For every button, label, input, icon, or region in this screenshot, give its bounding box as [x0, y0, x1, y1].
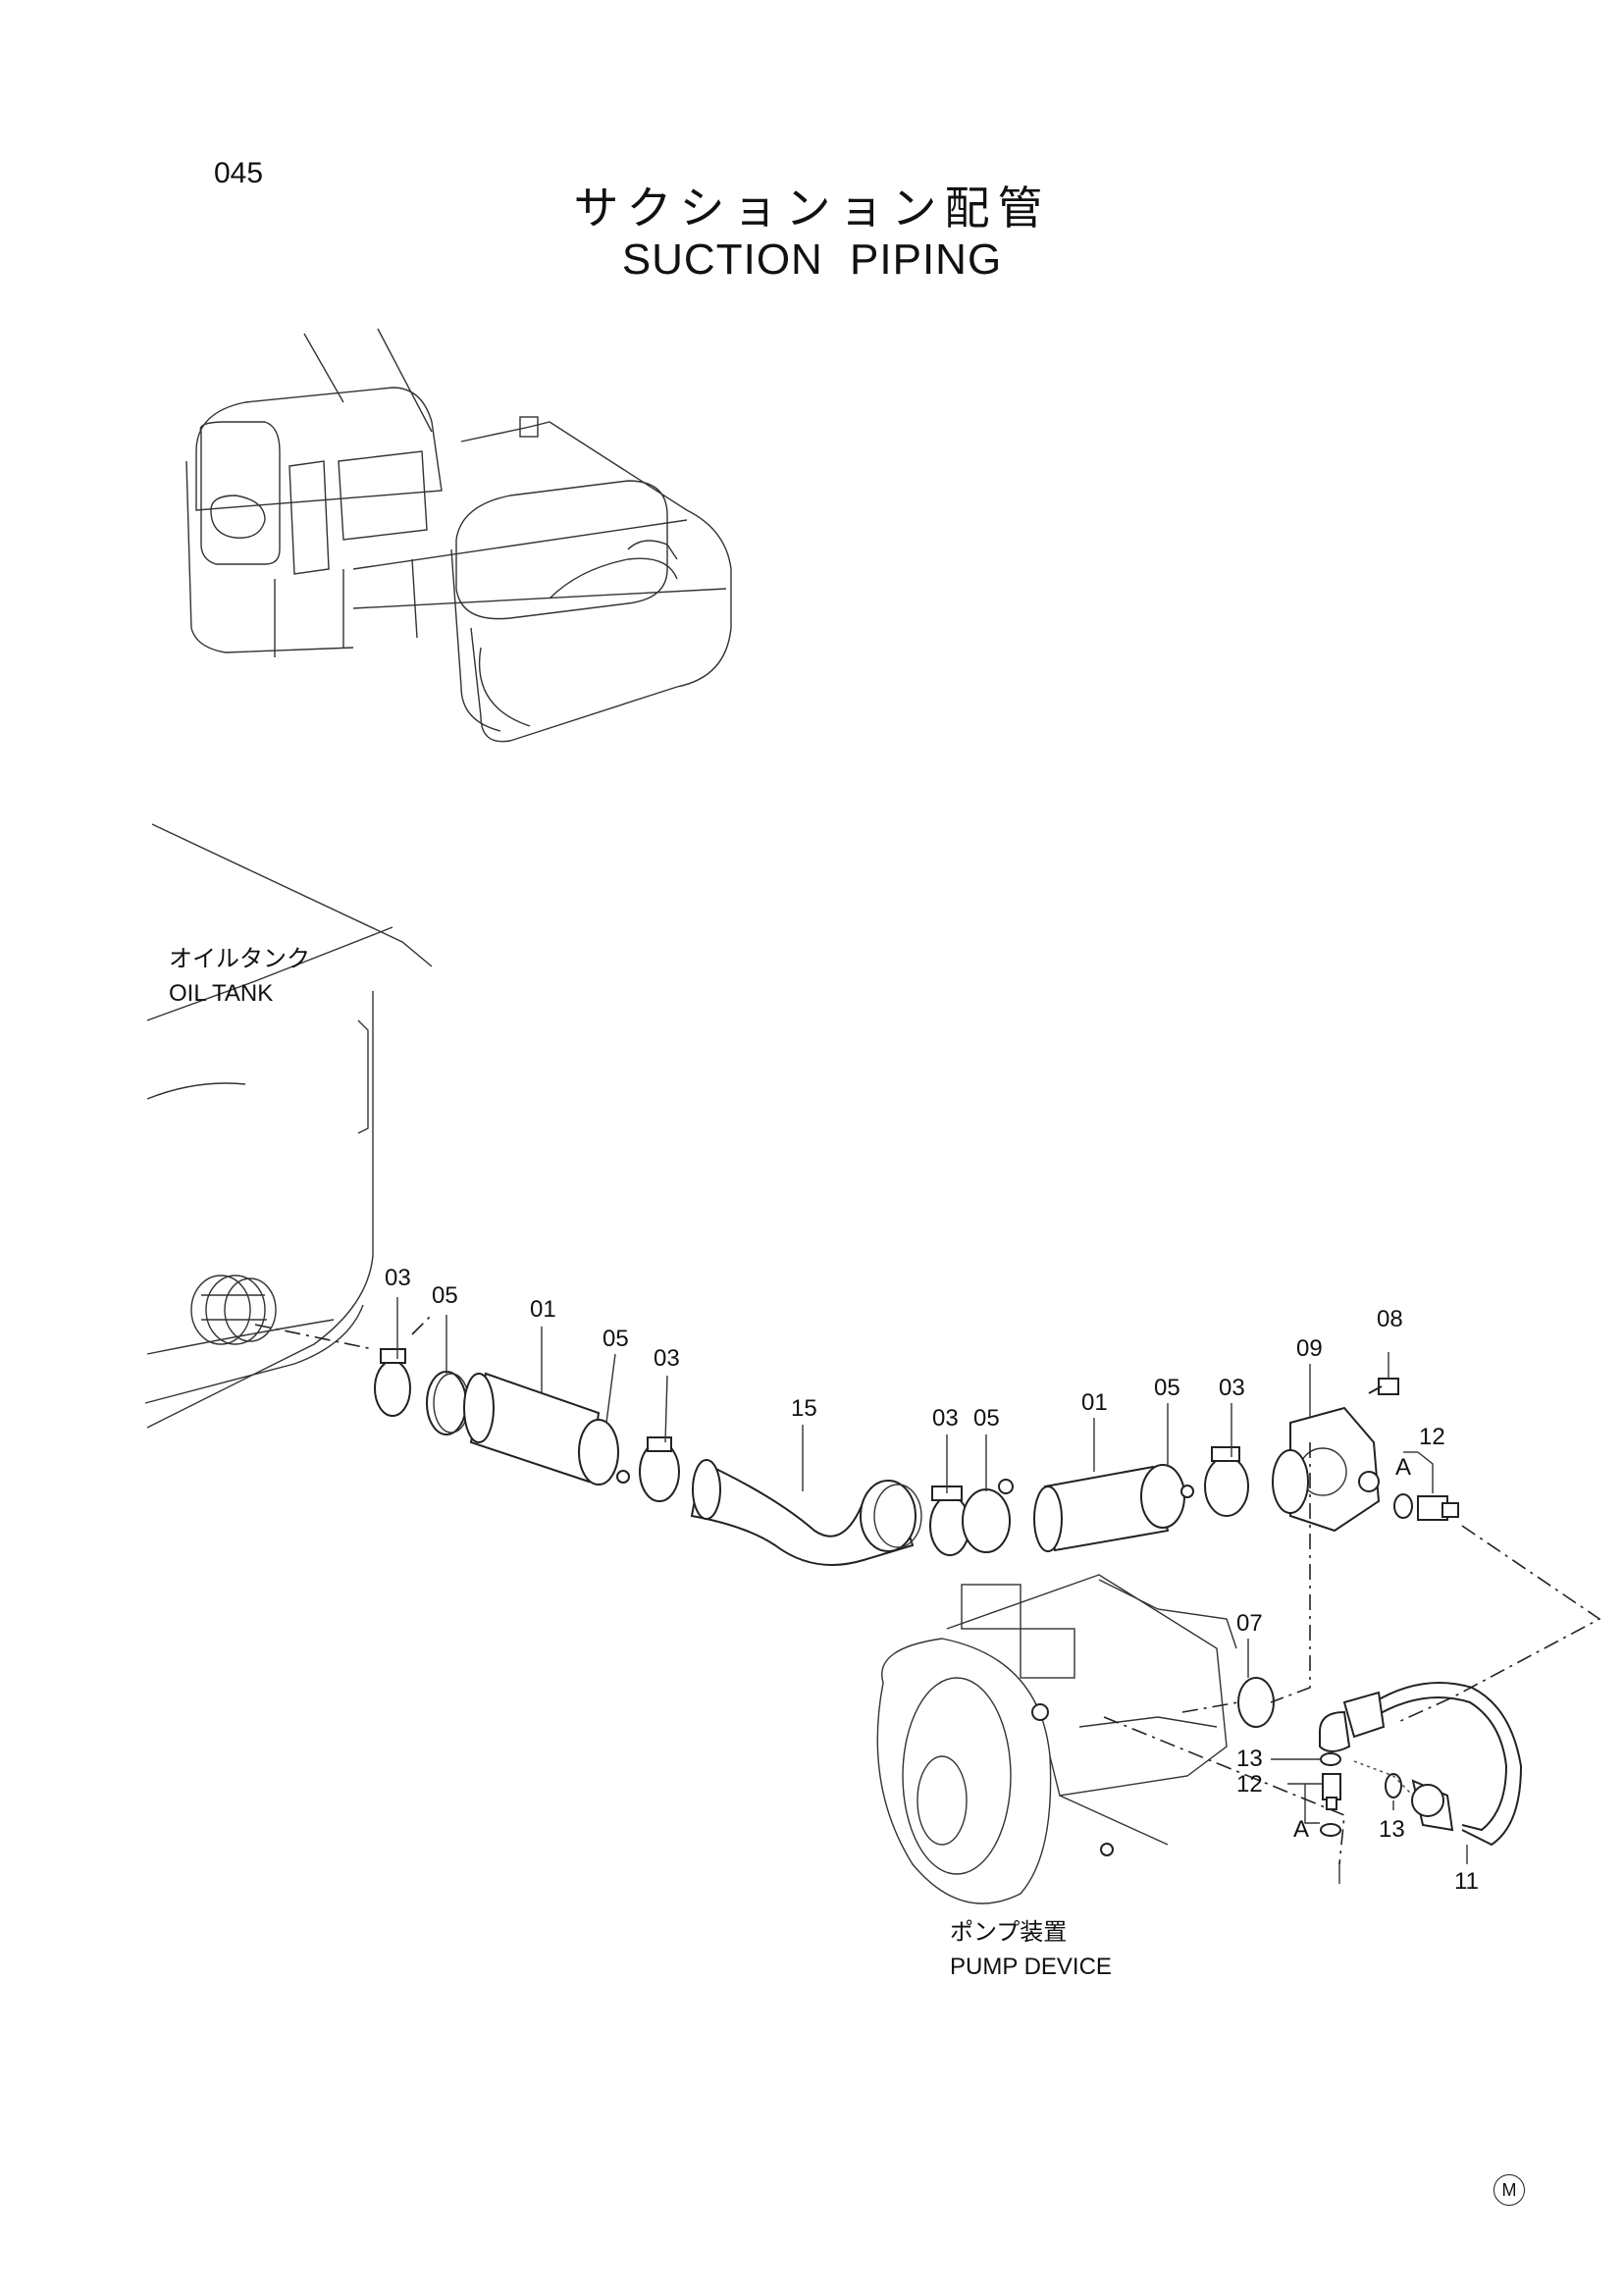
tank-suction-strainer	[190, 1275, 277, 1345]
clamp-band-05-fourth	[1140, 1464, 1194, 1529]
leader-lines	[396, 1297, 1468, 1884]
callout-13-lower: 13	[1379, 1816, 1405, 1843]
callout-01-second: 01	[1081, 1389, 1108, 1416]
excavator-overview-illustration	[185, 328, 732, 743]
oil-tank-label-japanese: オイルタンク	[169, 945, 310, 972]
elbow-hose-15	[690, 1459, 922, 1566]
pump-device-illustration	[876, 1574, 1237, 1904]
callout-11: 11	[1454, 1868, 1479, 1895]
callout-05-third: 05	[973, 1405, 1000, 1432]
callout-09: 09	[1296, 1335, 1323, 1362]
hose-clamp-03-second	[639, 1436, 680, 1502]
o-ring-07	[1237, 1677, 1275, 1728]
clamp-band-05-second	[578, 1419, 630, 1486]
o-ring-13-upper	[1320, 1752, 1341, 1766]
bolt-08	[1368, 1378, 1399, 1395]
callout-12-lower: 12	[1236, 1771, 1263, 1798]
page-title: SUCTION PIPING	[621, 235, 1003, 284]
hose-clamp-03-first	[374, 1348, 411, 1417]
adapter-fitting-12-lower	[1322, 1773, 1341, 1810]
centre-lines	[411, 1314, 1601, 1865]
callout-a-upper: A	[1395, 1454, 1411, 1481]
pump-device-label: PUMP DEVICE	[950, 1954, 1112, 1980]
callout-03-fourth: 03	[1219, 1375, 1245, 1401]
callout-08: 08	[1377, 1306, 1403, 1332]
callout-05-first: 05	[432, 1282, 458, 1309]
adapter-fitting-12-upper	[1393, 1493, 1459, 1521]
callout-03-first: 03	[385, 1265, 411, 1291]
clamp-band-05-first	[426, 1371, 470, 1435]
hose-clamp-03-fourth	[1204, 1446, 1249, 1517]
callout-03-second: 03	[654, 1345, 680, 1372]
callout-07: 07	[1236, 1610, 1263, 1637]
suction-flange-09	[1272, 1406, 1381, 1533]
hose-01-first	[463, 1372, 601, 1484]
o-ring-13-lower	[1320, 1823, 1341, 1837]
callout-15: 15	[791, 1395, 817, 1422]
page-number: 045	[214, 157, 264, 189]
corner-mark: M	[1493, 2174, 1525, 2206]
hose-01-second	[1033, 1465, 1170, 1552]
pump-connection-hose-11	[1319, 1682, 1523, 1847]
pump-device-label-japanese: ポンプ装置	[950, 1918, 1067, 1946]
callout-12-upper: 12	[1419, 1424, 1445, 1450]
callout-a-lower: A	[1293, 1816, 1309, 1843]
callout-05-second: 05	[602, 1326, 629, 1352]
page-title-japanese: サクションョン配管	[573, 182, 1051, 235]
callout-05-fourth: 05	[1154, 1375, 1180, 1401]
oil-tank-illustration	[144, 823, 433, 1429]
callout-03-third: 03	[932, 1405, 959, 1432]
callout-01-first: 01	[530, 1296, 556, 1323]
suction-piping-chain	[374, 1348, 1459, 1566]
oil-tank-label: OIL TANK	[169, 980, 273, 1007]
callout-13-upper: 13	[1236, 1746, 1263, 1772]
o-ring-13-right	[1385, 1773, 1402, 1799]
clamp-band-05-third	[962, 1479, 1014, 1553]
